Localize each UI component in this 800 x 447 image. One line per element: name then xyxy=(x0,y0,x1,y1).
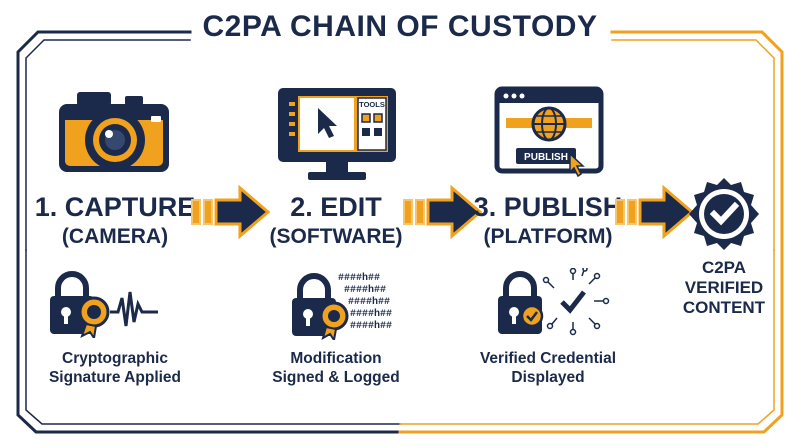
step-1-title: 1. CAPTURE xyxy=(34,192,196,222)
step-2-subtitle: (SOFTWARE) xyxy=(269,225,403,248)
arrow-right-icon xyxy=(191,184,271,240)
camera-icon xyxy=(59,92,169,172)
step-3-subtitle: (PLATFORM) xyxy=(483,225,613,248)
step-3-title: 3. PUBLISH xyxy=(473,192,623,222)
verified-badge-icon xyxy=(689,178,759,250)
monitor-editor-icon: TOOLS xyxy=(278,88,396,180)
hash-line: ####h## xyxy=(338,272,380,284)
browser-publish-icon: PUBLISH xyxy=(494,86,604,178)
lock-signature-icon xyxy=(50,271,158,338)
step-2-caption: Modification Signed & Logged xyxy=(272,350,400,386)
step-2-title: 2. EDIT xyxy=(290,192,382,222)
lock-hash-icon: ####h## ####h## ####h## ####h## ####h## xyxy=(292,272,392,340)
hash-line: ####h## xyxy=(350,308,392,320)
hash-line: ####h## xyxy=(348,296,390,308)
arrow-right-icon xyxy=(403,184,483,240)
tools-label: TOOLS xyxy=(359,100,385,109)
step-3-caption: Verified Credential Displayed xyxy=(479,350,617,386)
hash-line: ####h## xyxy=(350,320,392,332)
verified-label: C2PA VERIFIED CONTENT xyxy=(682,258,766,317)
arrow-right-icon xyxy=(615,184,695,240)
step-1-subtitle: (CAMERA) xyxy=(61,225,169,248)
publish-button-label: PUBLISH xyxy=(524,152,568,163)
page-title: C2PA CHAIN OF CUSTODY xyxy=(202,10,598,43)
hash-line: ####h## xyxy=(344,284,386,296)
step-1-caption: Cryptographic Signature Applied xyxy=(48,350,182,386)
lock-network-icon xyxy=(498,268,610,336)
